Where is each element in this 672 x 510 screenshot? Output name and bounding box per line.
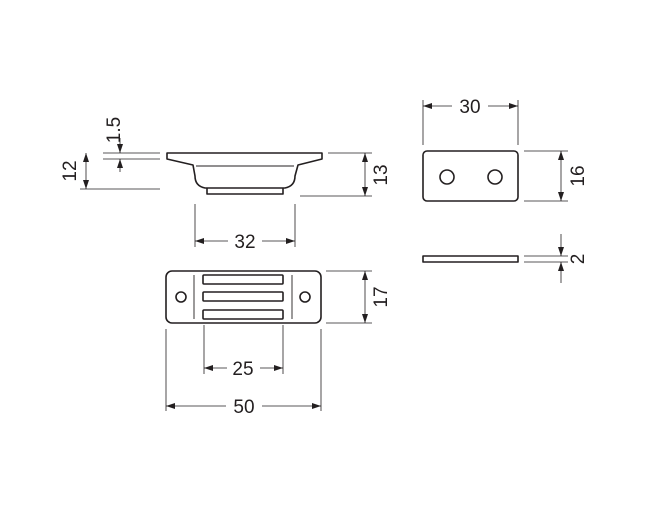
dim-side-height-label: 12 [60,160,81,181]
dim-total-width-label: 50 [233,397,254,418]
dim-body-width: 32 [194,204,296,253]
dim-top-depth: 17 [326,270,392,324]
strike-plate-side-view [422,255,519,263]
strike-plate-front-view [422,150,519,202]
dim-plate-height: 16 [524,150,589,202]
dim-slot-span-label: 25 [232,359,253,380]
dim-total-width: 50 [165,329,322,418]
dim-plate-height-label: 16 [568,165,589,186]
catch-top-view [165,270,322,324]
dim-top-depth-label: 17 [371,286,392,307]
dim-thickness: 1.5 [103,117,160,172]
dim-plate-width-label: 30 [459,97,480,118]
dim-plate-width: 30 [422,97,519,145]
catch-side-view [166,152,323,195]
dim-slot-span: 25 [203,325,284,380]
dim-thickness-label: 1.5 [104,117,125,143]
dim-side-depth: 13 [300,152,392,197]
dim-plate-thickness-label: 2 [568,254,589,265]
dim-side-depth-label: 13 [371,164,392,185]
dim-body-width-label: 32 [234,232,255,253]
dim-side-height: 12 [60,153,160,190]
dim-plate-thickness: 2 [524,234,589,283]
